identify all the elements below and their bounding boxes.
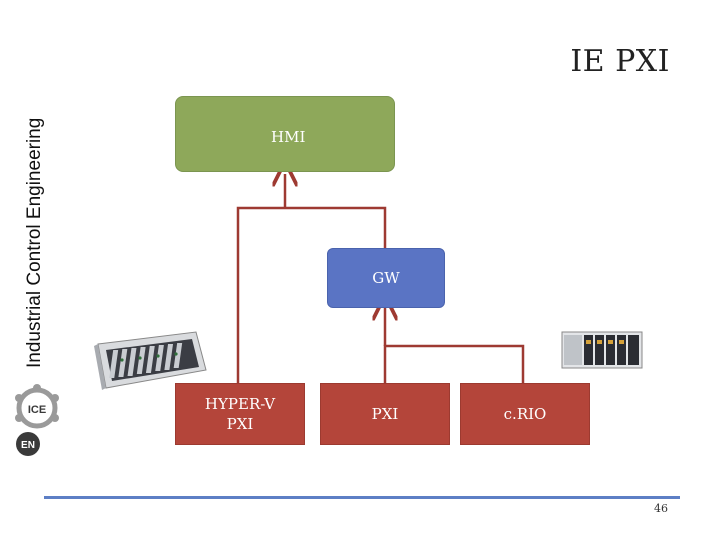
footer-divider	[44, 496, 680, 499]
hyperv-label-line1: HYPER-V	[204, 395, 276, 413]
page-title: IE PXI	[570, 44, 670, 79]
wire-hyperv-to-hmi	[236, 206, 387, 383]
crio-node: c.RIO	[460, 383, 590, 445]
pxi-node: PXI	[320, 383, 450, 445]
wire-pxi-to-gw	[383, 344, 525, 383]
crio-label: c.RIO	[503, 405, 547, 423]
hyperv-label-line2: PXI	[226, 415, 254, 433]
hmi-label: HMI	[271, 128, 306, 146]
hmi-node: HMI	[175, 96, 395, 172]
page-number: 46	[654, 502, 668, 515]
crio-chassis-photo	[561, 331, 643, 369]
svg-text:ICE: ICE	[28, 404, 46, 416]
svg-text:EN: EN	[21, 440, 35, 451]
gw-label: GW	[372, 269, 400, 287]
pxi-label: PXI	[371, 405, 399, 423]
hyperv-pxi-node: HYPER-V PXI	[175, 383, 305, 445]
enice-logo: ICE EN	[15, 384, 59, 456]
gw-node: GW	[327, 248, 445, 308]
pxi-chassis-photo	[94, 331, 207, 390]
